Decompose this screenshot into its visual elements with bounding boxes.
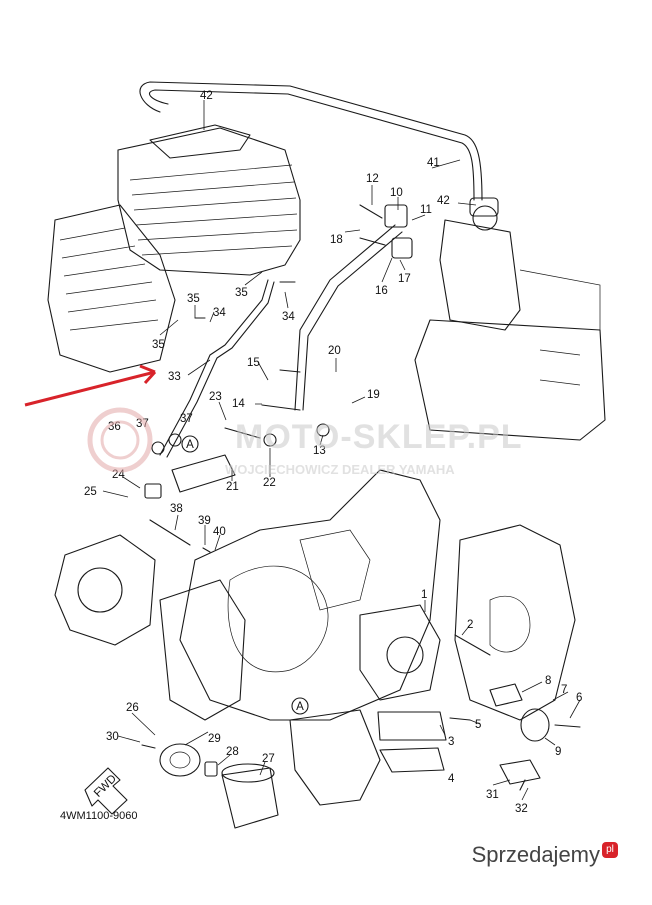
diagram-code: 4WM1100-9060	[60, 810, 138, 822]
label-17: 17	[398, 273, 411, 285]
label-5: 5	[475, 719, 481, 731]
brand-name: Sprzedajemy	[471, 842, 600, 867]
label-37b: 37	[180, 413, 193, 425]
label-35c: 35	[152, 339, 165, 351]
label-21: 21	[226, 481, 239, 493]
label-6: 6	[576, 692, 582, 704]
watermark-seal	[87, 407, 153, 473]
label-38: 38	[170, 503, 183, 515]
label-22: 22	[263, 477, 276, 489]
fwd-label: FWD	[92, 773, 119, 800]
label-8: 8	[545, 675, 551, 687]
generator-cover	[54, 534, 156, 646]
label-11: 11	[420, 204, 432, 216]
label-9: 9	[555, 746, 561, 758]
label-4: 4	[448, 773, 455, 785]
label-16: 16	[375, 285, 388, 297]
label-35b: 35	[187, 293, 200, 305]
label-18: 18	[330, 234, 343, 246]
label-23: 23	[209, 391, 222, 403]
label-13: 13	[313, 445, 326, 457]
tensioner	[489, 683, 550, 785]
label-30: 30	[106, 731, 119, 743]
bolts	[141, 204, 581, 791]
crankcase	[179, 469, 576, 721]
label-35a: 35	[235, 287, 248, 299]
ref-label-a-1: A	[186, 439, 194, 451]
oil-filter	[159, 743, 279, 829]
callout-labels: 42 41 42 12 10 11 18 16 17 35 35 34 34 3…	[84, 90, 582, 815]
brand-badge: pl	[602, 842, 618, 858]
cylinder-head	[117, 124, 301, 276]
label-26: 26	[126, 702, 139, 714]
oil-pump	[359, 604, 447, 773]
label-34b: 34	[213, 307, 226, 319]
oil-tank	[414, 197, 606, 441]
leader-lines	[102, 100, 581, 801]
label-14: 14	[232, 398, 245, 410]
label-39: 39	[198, 515, 211, 527]
label-32: 32	[515, 803, 528, 815]
ref-marker-a-2	[291, 697, 309, 715]
label-34a: 34	[282, 311, 295, 323]
label-3: 3	[448, 736, 454, 748]
label-19: 19	[367, 389, 380, 401]
label-33: 33	[168, 371, 181, 383]
highlight-arrow	[24, 364, 157, 407]
label-20: 20	[328, 345, 341, 357]
rear-cylinder	[47, 204, 176, 373]
breather-hose	[139, 81, 483, 201]
label-41: 41	[427, 157, 440, 169]
oil-pipes	[159, 204, 413, 458]
label-31: 31	[486, 789, 499, 801]
label-29: 29	[208, 733, 221, 745]
fwd-arrow: FWD	[84, 767, 128, 815]
lower-case	[159, 579, 381, 806]
ref-markers: A A	[181, 435, 309, 715]
label-27: 27	[262, 753, 275, 765]
label-12: 12	[366, 173, 379, 185]
label-2: 2	[467, 619, 473, 631]
label-15: 15	[247, 357, 260, 369]
ref-label-a-2: A	[296, 701, 304, 713]
label-28: 28	[226, 746, 239, 758]
watermark-subtitle: WOJCIECHOWICZ DEALER YAMAHA	[225, 462, 455, 477]
label-40: 40	[213, 526, 226, 538]
label-1: 1	[421, 589, 427, 601]
label-25: 25	[84, 486, 97, 498]
label-7: 7	[561, 684, 567, 696]
watermark-title: MOTO-SKLEP.PL	[235, 418, 523, 456]
ref-marker-a-1	[181, 435, 199, 453]
label-10: 10	[390, 187, 403, 199]
label-42b: 42	[437, 195, 450, 207]
label-42: 42	[200, 90, 213, 102]
